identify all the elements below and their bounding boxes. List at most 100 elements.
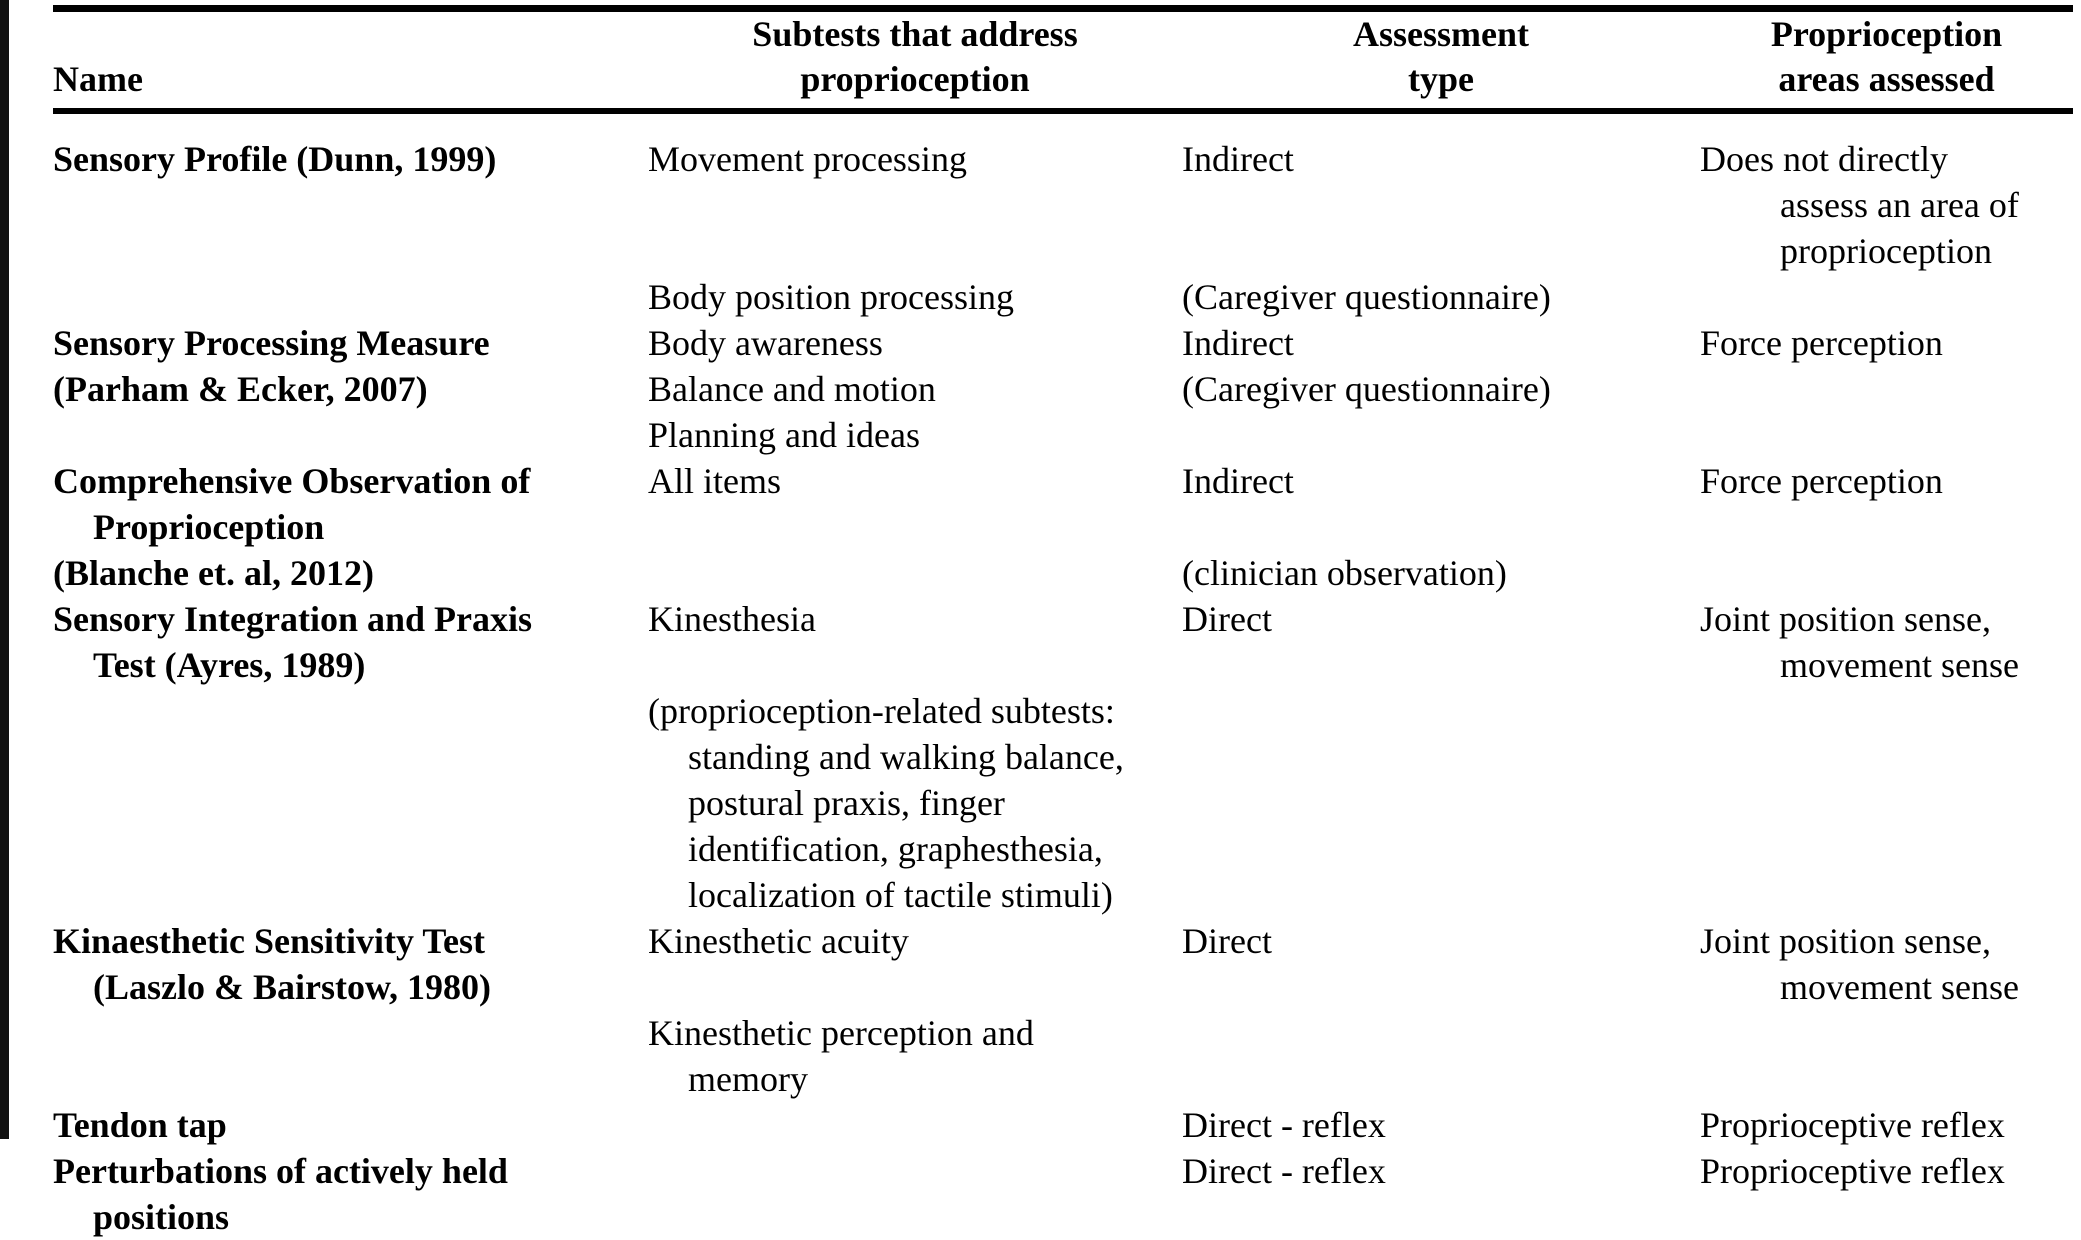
cell-subtests bbox=[648, 1102, 1182, 1148]
cell-proprioception-areas: Does not directly assess an area of prop… bbox=[1700, 114, 2073, 274]
header-assessment-line2: type bbox=[1408, 59, 1474, 99]
assessment-name: Sensory Profile (Dunn, 1999) bbox=[53, 136, 648, 182]
subtest-line: All items bbox=[648, 461, 781, 501]
assessment-name-line-2: Test (Ayres, 1989) bbox=[93, 645, 366, 685]
cell-subtests: Kinesthetic acuity Kinesthetic perceptio… bbox=[648, 918, 1182, 1102]
assessment-type-line: Direct - reflex bbox=[1182, 1151, 1386, 1191]
subtest-item: Body position processing bbox=[648, 274, 1182, 320]
header-name-text: Name bbox=[53, 59, 143, 99]
assessment-name-line-1: Perturbations of actively held bbox=[53, 1151, 508, 1191]
cell-name: Comprehensive Observation of Propriocept… bbox=[53, 458, 648, 596]
spacer bbox=[53, 274, 648, 320]
cell-proprioception-areas: Force perception bbox=[1700, 458, 2073, 596]
assessment-name: Tendon tap bbox=[53, 1102, 648, 1148]
cell-name bbox=[53, 274, 648, 320]
area-line-3: proprioception bbox=[1780, 231, 1992, 271]
assessment-name-line: Sensory Profile (Dunn, 1999) bbox=[53, 139, 497, 179]
proprioception-area: Proprioceptive reflex bbox=[1700, 1102, 2073, 1148]
area-line-2: movement sense bbox=[1780, 645, 2019, 685]
header-assessment-line1: Assessment bbox=[1353, 14, 1529, 54]
cell-subtests bbox=[648, 1148, 1182, 1240]
assessment-type-line-2: (clinician observation) bbox=[1182, 553, 1507, 593]
subtest-item: Kinesthetic acuity bbox=[648, 918, 1182, 964]
subtest-note-line-1: (proprioception-related subtests: bbox=[648, 691, 1115, 731]
assessment-type-line-2: (Caregiver questionnaire) bbox=[1182, 369, 1551, 409]
cell-proprioception-areas: Force perception bbox=[1700, 320, 2073, 458]
assessment-type: Indirect (clinician observation) bbox=[1182, 458, 1700, 596]
subtest-line-3: Planning and ideas bbox=[648, 415, 920, 455]
cell-assessment-type: Direct - reflex bbox=[1182, 1102, 1700, 1148]
proprioception-area: Does not directly assess an area of prop… bbox=[1700, 136, 2073, 274]
scan-edge-artifact bbox=[0, 0, 9, 1139]
assessment-type-line: Direct bbox=[1182, 599, 1272, 639]
assessment-type: (Caregiver questionnaire) bbox=[1182, 274, 1700, 320]
cell-assessment-type: (Caregiver questionnaire) bbox=[1182, 274, 1700, 320]
cell-assessment-type: Direct bbox=[1182, 918, 1700, 1102]
assessment-name-line-3: (Blanche et. al, 2012) bbox=[53, 553, 374, 593]
header-areas-line2: areas assessed bbox=[1778, 59, 1995, 99]
table-header-rule bbox=[53, 108, 2073, 114]
cell-subtests: Body awareness Balance and motion Planni… bbox=[648, 320, 1182, 458]
cell-subtests: Movement processing bbox=[648, 114, 1182, 274]
header-areas-line1: Proprioception bbox=[1770, 14, 2003, 54]
subtest-item: Movement processing bbox=[648, 136, 1182, 182]
cell-assessment-type: Direct - reflex bbox=[1182, 1148, 1700, 1240]
subtest-line-2: Balance and motion bbox=[648, 369, 936, 409]
subtest-note-line-5: localization of tactile stimuli) bbox=[688, 875, 1113, 915]
subtest-line: Body position processing bbox=[648, 277, 1014, 317]
proprioception-area: Force perception bbox=[1700, 320, 2073, 366]
area-line: Proprioceptive reflex bbox=[1700, 1151, 2005, 1191]
cell-subtests: Kinesthesia (proprioception-related subt… bbox=[648, 596, 1182, 918]
assessment-type: Indirect bbox=[1182, 136, 1700, 182]
cell-name: Tendon tap bbox=[53, 1102, 648, 1148]
column-header-subtests: Subtests that address proprioception bbox=[648, 12, 1182, 108]
table-row: Sensory Profile (Dunn, 1999) Movement pr… bbox=[53, 114, 2073, 274]
subtest-note: (proprioception-related subtests: standi… bbox=[648, 688, 1182, 918]
cell-name: Sensory Integration and Praxis Test (Ayr… bbox=[53, 596, 648, 918]
subtest-note-line-4: identification, graphesthesia, bbox=[688, 829, 1103, 869]
table-row: Body position processing (Caregiver ques… bbox=[53, 274, 2073, 320]
header-row: Name Subtests that address proprioceptio… bbox=[53, 12, 2073, 108]
cell-subtests: All items bbox=[648, 458, 1182, 596]
table-top-rule bbox=[53, 5, 2073, 12]
subtest-note-line-2: standing and walking balance, bbox=[688, 737, 1124, 777]
column-header-proprioception-areas: Proprioception areas assessed bbox=[1700, 12, 2073, 108]
cell-name: Kinaesthetic Sensitivity Test (Laszlo & … bbox=[53, 918, 648, 1102]
subtest-note: Kinesthetic perception and memory bbox=[648, 1010, 1182, 1102]
assessment-name-line-2: Proprioception bbox=[93, 507, 325, 547]
area-line-2: assess an area of bbox=[1780, 185, 2019, 225]
assessment-type-line-1: Indirect bbox=[1182, 461, 1294, 501]
cell-subtests: Body position processing bbox=[648, 274, 1182, 320]
subtest-item: Kinesthesia bbox=[648, 596, 1182, 642]
assessment-type-line: Indirect bbox=[1182, 139, 1294, 179]
column-header-name: Name bbox=[53, 12, 648, 108]
proprioception-assessments-body: Sensory Profile (Dunn, 1999) Movement pr… bbox=[53, 114, 2073, 1240]
header-subtests-line1: Subtests that address bbox=[752, 14, 1078, 54]
assessment-type: Direct bbox=[1182, 596, 1700, 642]
assessment-name: Sensory Processing Measure (Parham & Eck… bbox=[53, 320, 648, 412]
table-header: Name Subtests that address proprioceptio… bbox=[53, 12, 2073, 108]
subtest-item: All items bbox=[648, 458, 1182, 504]
subtest-note-line-2: memory bbox=[688, 1059, 808, 1099]
table-row: Perturbations of actively held positions… bbox=[53, 1148, 2073, 1240]
proprioception-area: Joint position sense, movement sense bbox=[1700, 596, 2073, 688]
cell-assessment-type: Direct bbox=[1182, 596, 1700, 918]
area-line-2: movement sense bbox=[1780, 967, 2019, 1007]
assessment-name-line-1: Sensory Processing Measure bbox=[53, 323, 490, 363]
assessment-name: Perturbations of actively held positions bbox=[53, 1148, 648, 1240]
area-line-1: Does not directly bbox=[1700, 139, 1948, 179]
assessment-type: Direct - reflex bbox=[1182, 1148, 1700, 1194]
cell-assessment-type: Indirect bbox=[1182, 114, 1700, 274]
proprioception-area: Joint position sense, movement sense bbox=[1700, 918, 2073, 1010]
table-row: Comprehensive Observation of Propriocept… bbox=[53, 458, 2073, 596]
area-line-1: Joint position sense, bbox=[1700, 921, 1992, 961]
subtest-line: Movement processing bbox=[648, 139, 967, 179]
table-row: Tendon tap Direct - reflex Proprioceptiv… bbox=[53, 1102, 2073, 1148]
subtest-list: Body awareness Balance and motion Planni… bbox=[648, 320, 1182, 458]
cell-proprioception-areas: Joint position sense, movement sense bbox=[1700, 918, 2073, 1102]
assessment-type-line: Direct bbox=[1182, 921, 1272, 961]
assessment-name: Sensory Integration and Praxis Test (Ayr… bbox=[53, 596, 648, 688]
cell-proprioception-areas: Proprioceptive reflex bbox=[1700, 1148, 2073, 1240]
cell-name: Sensory Profile (Dunn, 1999) bbox=[53, 114, 648, 274]
